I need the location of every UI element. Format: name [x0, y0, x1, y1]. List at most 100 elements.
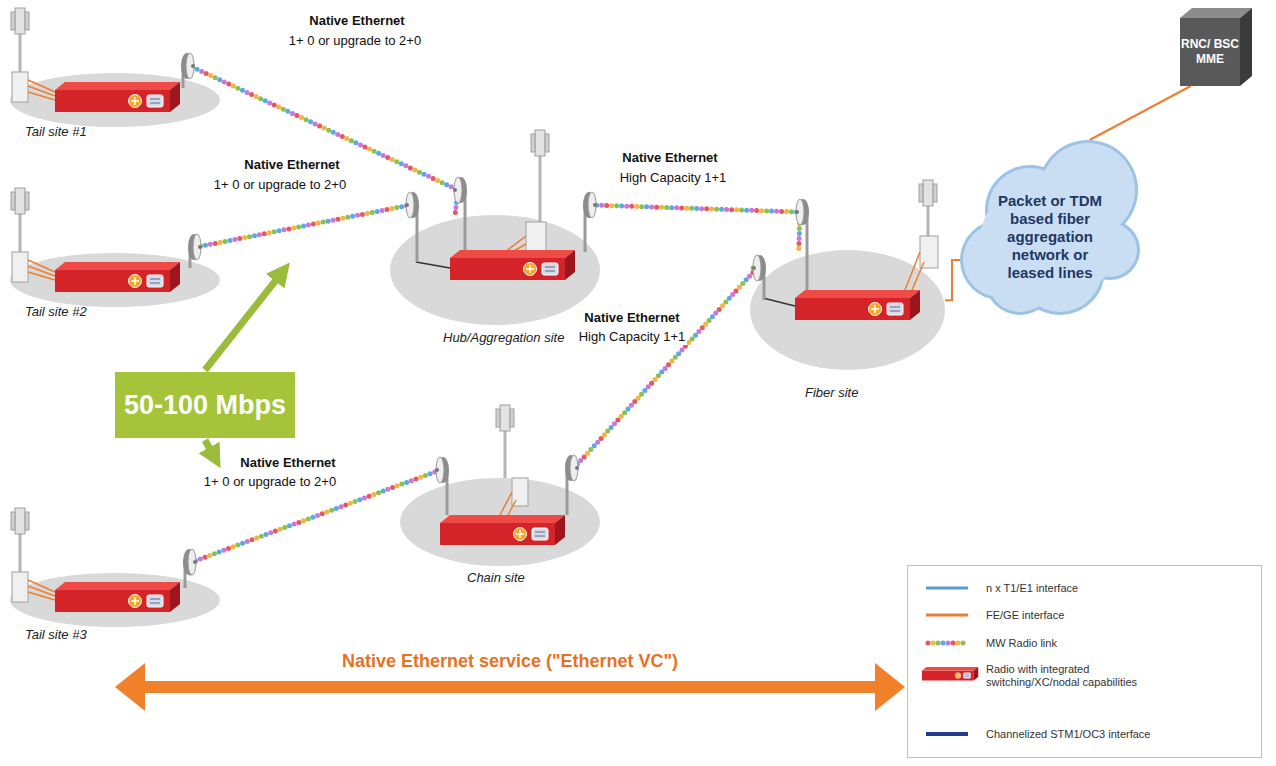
legend-sample — [922, 667, 978, 681]
cable — [28, 80, 55, 92]
radio-side — [974, 667, 979, 681]
dish-face — [796, 199, 804, 225]
link-capacity: High Capacity 1+1 — [577, 329, 688, 345]
legend-sample — [928, 643, 968, 644]
radio-led-mark — [956, 674, 960, 678]
legend-text: FE/GE interface — [986, 609, 1161, 622]
radio-led — [514, 528, 527, 541]
antenna-panel — [923, 180, 933, 206]
link-capacity: 1+ 0 or upgrade to 2+0 — [202, 474, 338, 490]
antenna-panel — [15, 508, 25, 534]
cable — [28, 592, 55, 600]
legend-dots — [928, 641, 968, 646]
legend-dots — [928, 641, 968, 646]
cable — [28, 92, 55, 100]
node-shape — [960, 140, 1140, 315]
radio-top — [795, 290, 920, 298]
legend-line — [926, 587, 968, 590]
radio-top — [55, 582, 180, 590]
legend-box: n x T1/E1 interfaceFE/GE interfaceMW Rad… — [907, 565, 1262, 758]
radio-link-dots — [195, 205, 411, 253]
radio-led — [955, 673, 961, 679]
legend-dots — [928, 641, 968, 646]
legend-dots — [928, 641, 968, 646]
site-label: Fiber site — [805, 385, 858, 400]
radio-port-mark — [965, 675, 970, 677]
dish-feed — [191, 64, 195, 68]
radio-unit — [922, 667, 978, 681]
radio-port — [532, 528, 548, 540]
radio-port-mark — [535, 532, 545, 536]
site-illustration — [750, 180, 945, 370]
radio-front — [795, 298, 910, 320]
radio-link-dots — [574, 268, 757, 478]
antenna-panel — [11, 12, 15, 30]
dish-mount — [806, 212, 809, 292]
radio-led-mark — [131, 277, 139, 285]
dish-face — [570, 455, 578, 481]
node-shape — [400, 478, 600, 566]
equipment-cabinet — [12, 72, 28, 102]
microwave-link — [195, 205, 411, 253]
site-illustration — [10, 188, 220, 307]
site-label: Chain site — [467, 570, 525, 585]
dish-face — [436, 457, 444, 483]
site-illustration — [400, 405, 600, 566]
legend-text: Radio with integrated switching/XC/nodal… — [986, 663, 1161, 689]
antenna-panel — [11, 192, 15, 210]
radio-front — [55, 590, 170, 612]
site-ground — [390, 215, 600, 325]
site-area: Tail site #3 — [10, 573, 220, 627]
antenna-panel — [11, 512, 15, 530]
radio-port — [147, 595, 163, 607]
link-capacity: High Capacity 1+1 — [618, 170, 729, 186]
radio-unit — [55, 262, 180, 292]
radio-unit — [55, 582, 180, 612]
link-title: Native Ethernet — [307, 13, 406, 29]
site-ground — [10, 73, 220, 127]
dish-feed — [435, 468, 439, 472]
link-capacity: 1+ 0 or upgrade to 2+0 — [212, 177, 348, 193]
site-ground — [750, 250, 945, 370]
box-side — [1240, 8, 1252, 86]
radio-led-mark — [871, 305, 879, 313]
dish-feed — [193, 560, 197, 564]
radio-port — [147, 275, 163, 287]
radio-link-dots — [189, 66, 459, 215]
dish-feed — [405, 203, 409, 207]
link-title: Native Ethernet — [582, 310, 681, 326]
radio-led — [129, 95, 142, 108]
radio-led — [129, 595, 142, 608]
microwave-link — [574, 268, 757, 478]
dish-face — [188, 549, 196, 575]
capacity-box-fill — [115, 372, 295, 438]
node-text: Packet or TDM based fiber aggregation ne… — [990, 192, 1110, 282]
dish-feed — [593, 203, 597, 207]
service-label: Native Ethernet service ("Ethernet VC") — [340, 651, 680, 672]
dish-feed — [575, 466, 579, 470]
cable — [28, 580, 55, 592]
radio-port — [963, 673, 970, 678]
dish-face — [753, 255, 761, 281]
radio-link-dots — [574, 268, 757, 478]
fe-ge-link — [945, 260, 960, 300]
site-label: Tail site #1 — [25, 124, 87, 139]
radio-side — [910, 290, 920, 320]
radio-led-mark — [131, 97, 139, 105]
radio-link-dots — [574, 268, 757, 478]
microwave-link — [590, 205, 801, 250]
cable — [508, 500, 516, 515]
radio-link-dots — [195, 205, 411, 253]
box-top — [1180, 8, 1252, 18]
radio-led-mark — [516, 530, 524, 538]
site-label: Hub/Aggregation site — [443, 330, 564, 345]
tower-pole — [504, 425, 507, 478]
cable — [28, 586, 55, 596]
radio-top — [55, 82, 180, 90]
radio-port — [887, 303, 903, 315]
controller-box: RNC/ BSC MME — [1180, 8, 1252, 86]
antenna-panel — [15, 8, 25, 34]
antenna-panel — [15, 188, 25, 214]
fe-ge-line — [945, 260, 960, 300]
legend-sample — [926, 615, 968, 616]
